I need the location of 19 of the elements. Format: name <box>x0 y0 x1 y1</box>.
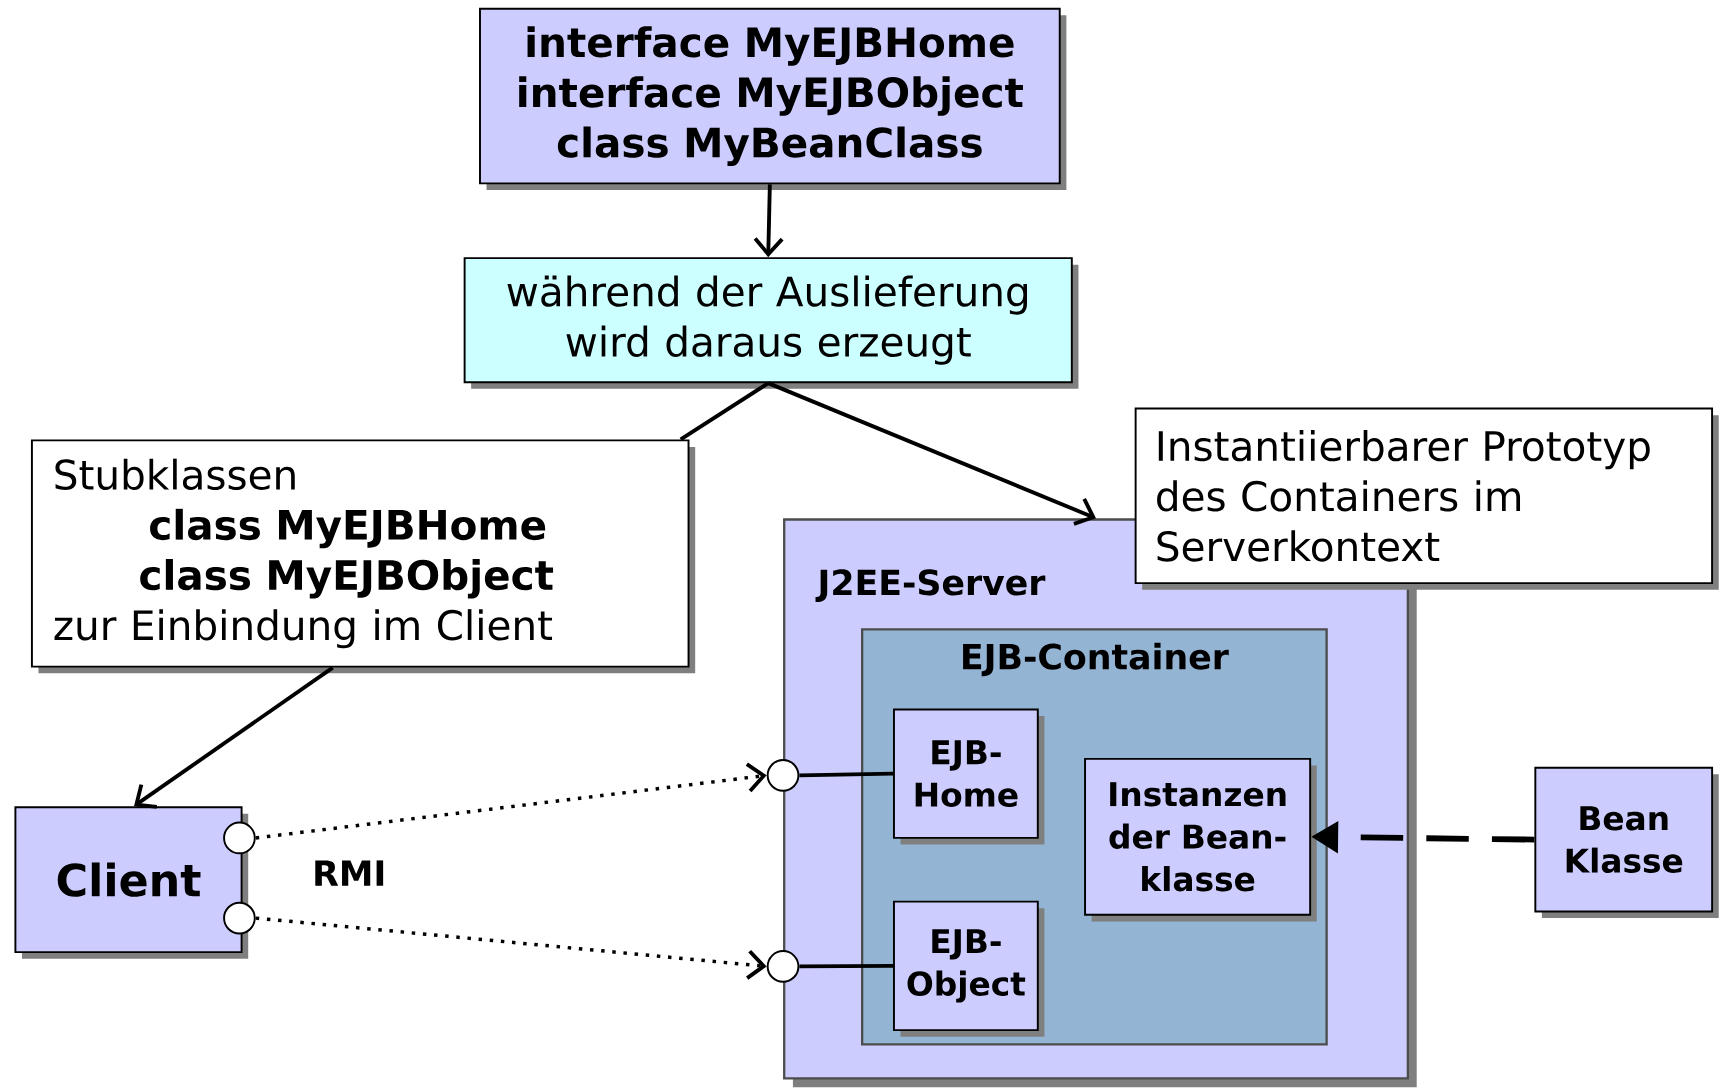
process-box: während der Auslieferung wird daraus erzeugt <box>463 257 1079 389</box>
arrow <box>753 184 784 258</box>
port-circle <box>766 950 800 983</box>
protocol-label: RMI <box>315 860 384 886</box>
note-box: Stubklassen class MyEJBHome class MyEJBObject zur Einbindung im Client <box>30 439 696 674</box>
arrow <box>255 916 767 980</box>
arrow <box>767 381 1097 526</box>
component-box: Instanzen der Bean-klasse <box>1084 758 1317 922</box>
arrow <box>134 666 334 809</box>
client-box: Client <box>14 806 249 959</box>
port-circle <box>766 759 800 792</box>
class-box: Bean Klasse <box>1534 766 1719 919</box>
arrow <box>255 762 767 840</box>
interface-box: interface MyEJBHome interface MyEJBObject class MyBeanClass <box>479 8 1067 191</box>
note-box: Instantiierbarer Prototyp des Containers im Serverkontext <box>1134 407 1719 590</box>
port-circle <box>223 902 256 935</box>
component-box: EJB-Home <box>893 708 1045 845</box>
port-circle <box>223 821 256 855</box>
component-box: EJB-Object <box>893 900 1045 1037</box>
